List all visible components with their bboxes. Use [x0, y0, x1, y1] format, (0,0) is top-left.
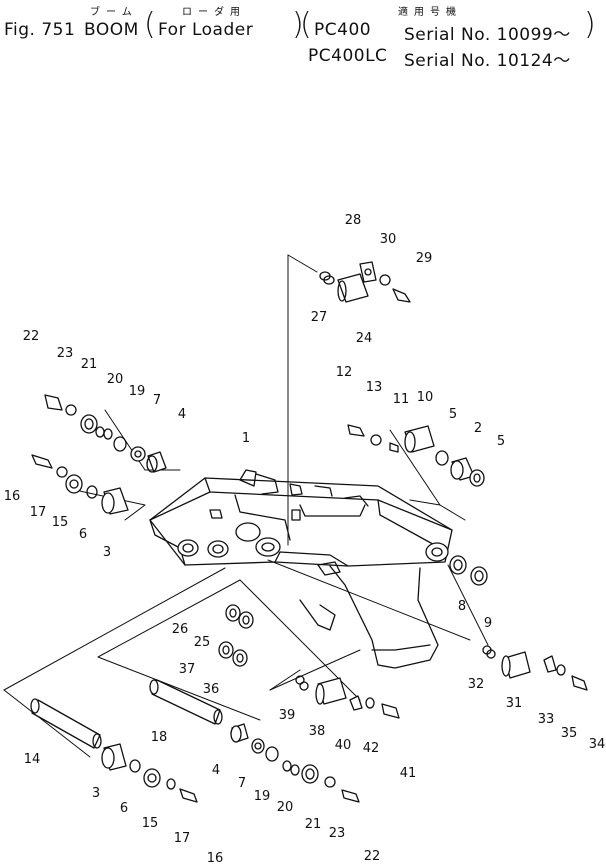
center-shims — [218, 604, 254, 667]
figure-subtitle: For Loader — [158, 20, 254, 40]
callout: 3 — [92, 786, 100, 801]
figure-title-jp: ブーム — [90, 7, 138, 18]
leader-lines — [3, 254, 489, 758]
callout: 6 — [79, 527, 87, 542]
callout: 11 — [393, 392, 410, 407]
left-middle-pin-assembly — [31, 454, 129, 515]
callout: 35 — [561, 726, 578, 741]
callout: 38 — [309, 724, 326, 739]
open-paren-2: ( — [300, 7, 312, 42]
serial-pc400: Serial No. 10099～ — [404, 25, 571, 45]
right-shims — [449, 555, 488, 586]
callout: 21 — [305, 817, 322, 832]
figure-title: BOOM — [84, 20, 139, 40]
boom-body — [149, 469, 453, 669]
lower-left-pin-assembly — [101, 743, 198, 803]
callout: 3 — [103, 545, 111, 560]
callout: 8 — [458, 599, 466, 614]
callout: 20 — [107, 372, 124, 387]
left-upper-pin-assembly — [44, 394, 167, 473]
serial-pc400lc: Serial No. 10124～ — [404, 51, 571, 71]
callout: 34 — [589, 737, 606, 752]
callout: 37 — [179, 662, 196, 677]
callout: 15 — [142, 816, 159, 831]
callout: 32 — [468, 677, 485, 692]
callout: 2 — [474, 421, 482, 436]
callout: 12 — [336, 365, 353, 380]
callout: 21 — [81, 357, 98, 372]
callout-labels: 1 2 3 4 5 5 6 7 8 9 10 11 12 13 14 15 16… — [4, 213, 606, 865]
long-pins — [30, 679, 223, 749]
callout: 16 — [4, 489, 21, 504]
open-paren: ( — [144, 7, 156, 42]
callout: 20 — [277, 800, 294, 815]
callout: 24 — [356, 331, 373, 346]
right-lower-pin-assembly — [482, 645, 588, 691]
callout: 28 — [345, 213, 362, 228]
callout: 4 — [212, 763, 220, 778]
lower-center-pin-assembly — [295, 675, 400, 719]
lower-right-pin-assembly — [230, 723, 360, 803]
callout: 9 — [484, 616, 492, 631]
model-pc400: PC400 — [314, 20, 372, 40]
callout: 15 — [52, 515, 69, 530]
callout: 16 — [207, 851, 224, 865]
figure-header: Fig. 751 BOOM ブーム ( For Loader ローダ用 ) ( … — [0, 0, 606, 80]
callout: 23 — [329, 826, 346, 841]
callout: 42 — [363, 741, 380, 756]
callout: 39 — [279, 708, 296, 723]
callout: 7 — [238, 776, 246, 791]
callout: 13 — [366, 380, 383, 395]
callout: 36 — [203, 682, 220, 697]
callout: 4 — [178, 407, 186, 422]
model-pc400lc: PC400LC — [308, 46, 388, 66]
right-upper-pin-assembly — [347, 424, 485, 487]
callout: 40 — [335, 738, 352, 753]
callout: 19 — [254, 789, 271, 804]
callout: 27 — [311, 310, 328, 325]
figure-subtitle-jp: ローダ用 — [182, 7, 246, 18]
callout: 7 — [153, 393, 161, 408]
callout: 33 — [538, 712, 555, 727]
callout: 23 — [57, 346, 74, 361]
close-paren: ) — [292, 7, 304, 42]
callout: 1 — [242, 431, 250, 446]
callout: 22 — [23, 329, 40, 344]
close-paren-2: ) — [584, 7, 596, 42]
callout: 30 — [380, 232, 397, 247]
top-pin-assembly — [319, 261, 411, 303]
callout: 18 — [151, 730, 168, 745]
callout: 22 — [364, 849, 381, 864]
callout: 31 — [506, 696, 523, 711]
callout: 19 — [129, 384, 146, 399]
callout: 25 — [194, 635, 211, 650]
callout: 14 — [24, 752, 41, 767]
callout: 6 — [120, 801, 128, 816]
callout: 41 — [400, 766, 417, 781]
callout: 5 — [449, 407, 457, 422]
callout: 17 — [30, 505, 47, 520]
figure-number: Fig. 751 — [4, 20, 76, 40]
callout: 26 — [172, 622, 189, 637]
callout: 5 — [497, 434, 505, 449]
callout: 10 — [417, 390, 434, 405]
applicable-machine-jp: 適用号機 — [398, 7, 462, 18]
callout: 29 — [416, 251, 433, 266]
callout: 17 — [174, 831, 191, 846]
